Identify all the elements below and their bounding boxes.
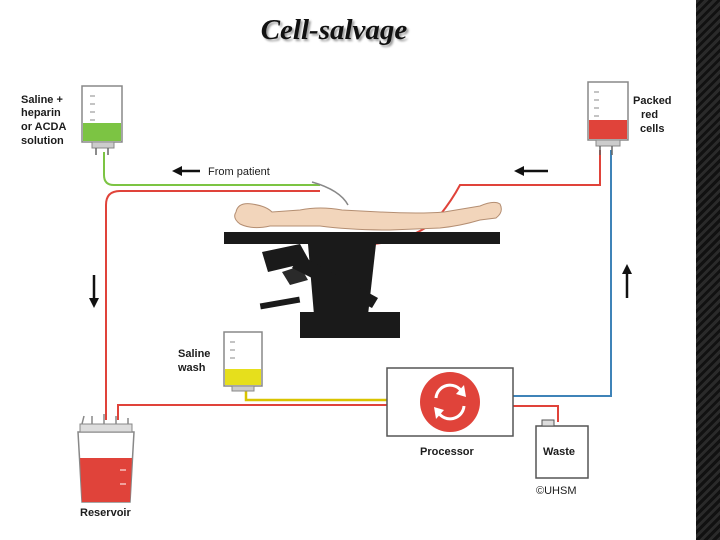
from-patient-label: From patient — [208, 166, 270, 178]
decorative-side-stripes — [696, 0, 720, 540]
saline-wash-tube — [244, 388, 388, 402]
saline-heparin-label-line: heparin — [21, 107, 61, 119]
packed-red-cells-bag-icon — [587, 81, 629, 155]
tube-to-reservoir — [105, 190, 320, 420]
processor-box — [386, 367, 514, 437]
packed-red-cells-label-line: cells — [640, 123, 664, 135]
saline-wash-label-line: Saline — [178, 348, 210, 360]
arrow-left-icon — [514, 166, 548, 176]
patient-icon — [234, 201, 502, 231]
page-title: Cell-salvage — [260, 14, 408, 46]
processor-to-waste — [512, 405, 559, 422]
processor-rotor-icon — [420, 372, 480, 432]
reservoir-icon — [77, 414, 135, 503]
anticoagulant-tube — [103, 152, 320, 186]
saline-wash-label-line: wash — [177, 362, 206, 374]
waste-container-icon — [535, 419, 589, 479]
processor-label: Processor — [420, 446, 475, 458]
reservoir-label: Reservoir — [80, 507, 131, 519]
saline-wash-bag-icon — [223, 331, 263, 392]
operating-table-icon — [224, 232, 500, 338]
packed-red-cells-label-line: red — [641, 109, 658, 121]
return-to-patient — [364, 150, 601, 246]
processor-to-bag-line — [512, 150, 612, 397]
saline-heparin-label-line: or ACDA — [21, 121, 66, 133]
saline-heparin-label-line: solution — [21, 135, 64, 147]
arrow-left-icon — [172, 166, 200, 176]
arrow-down-icon — [89, 275, 99, 308]
saline-heparin-label-line: Saline + — [21, 94, 63, 106]
waste-label: Waste — [543, 446, 575, 458]
suction-tube — [311, 181, 349, 206]
arrow-up-icon — [622, 264, 632, 298]
reservoir-to-processor — [117, 404, 388, 420]
saline-heparin-bag-icon — [81, 85, 123, 155]
copyright-label: ©UHSM — [536, 485, 577, 497]
packed-red-cells-label-line: Packed — [633, 95, 672, 107]
